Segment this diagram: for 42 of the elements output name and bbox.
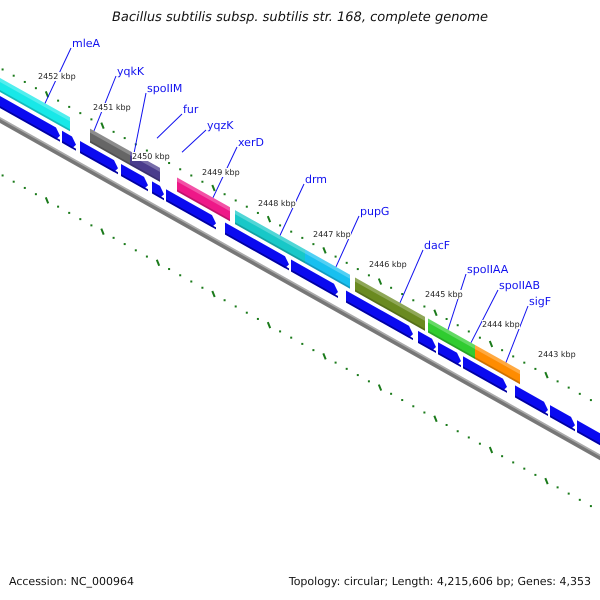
scale-label: 2443 kbp <box>538 350 576 359</box>
leader-line <box>336 216 360 268</box>
scale-label: 2449 kbp <box>202 168 240 177</box>
gene-label: spoIIM <box>147 82 182 95</box>
gene-label: mleA <box>72 37 100 50</box>
scale-label: 2450 kbp <box>132 152 170 161</box>
leader-line <box>506 306 528 363</box>
leader-line <box>134 92 146 154</box>
gene-bar <box>177 178 230 222</box>
leader-line <box>400 250 424 304</box>
scale-label: 2452 kbp <box>38 72 76 81</box>
gene-label: spoIIAB <box>499 279 540 292</box>
accession-text: Accession: NC_000964 <box>9 575 134 588</box>
gene-bar <box>305 249 350 289</box>
scale-label: 2451 kbp <box>93 103 131 112</box>
gene-label: yqkK <box>117 65 144 78</box>
gene-label: pupG <box>360 205 390 218</box>
gene-bar <box>428 318 455 348</box>
gene-bar <box>455 334 475 359</box>
leader-line <box>182 130 206 153</box>
gene-label: fur <box>183 103 198 116</box>
scale-label: 2445 kbp <box>425 290 463 299</box>
gene-label: xerD <box>238 136 264 149</box>
scale-label: 2448 kbp <box>258 199 296 208</box>
gene-bar <box>235 210 305 264</box>
gene-label: yqzK <box>207 119 234 132</box>
title: Bacillus subtilis subsp. subtilis str. 168, complete genome <box>110 10 490 25</box>
gene-bar <box>90 128 130 166</box>
genome-summary-text: Topology: circular; Length: 4,215,606 bp; Genes: 4,353 <box>288 575 591 588</box>
gene-label: drm <box>305 173 328 186</box>
gene-label: spoIIAA <box>467 263 508 276</box>
scale-label: 2446 kbp <box>369 260 407 269</box>
gene-bar <box>355 278 425 331</box>
leader-line <box>448 274 466 330</box>
leader-line <box>470 290 498 344</box>
scale-label: 2444 kbp <box>482 320 520 329</box>
gene-label: dacF <box>424 239 450 252</box>
gene-label: sigF <box>529 295 552 308</box>
leader-line <box>280 184 304 236</box>
gene-bar <box>475 345 520 384</box>
leader-line <box>156 114 182 139</box>
scale-label: 2447 kbp <box>313 230 351 239</box>
